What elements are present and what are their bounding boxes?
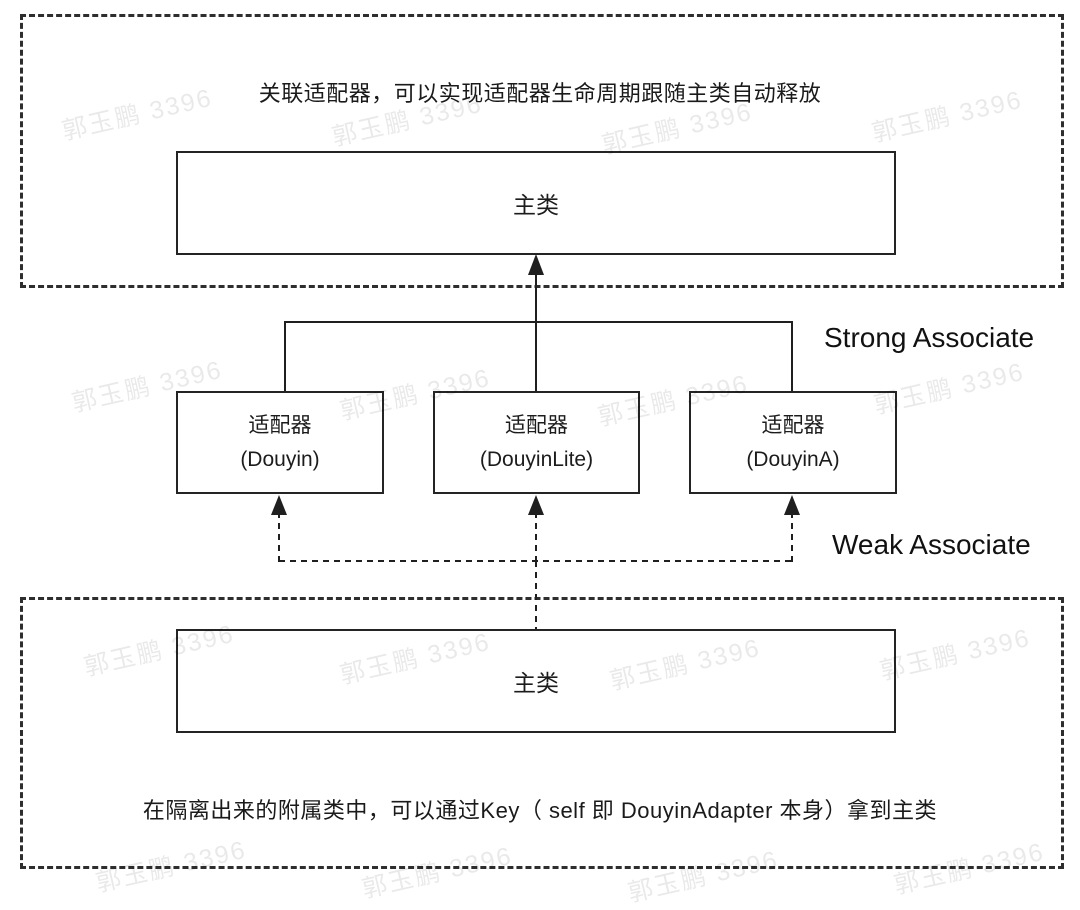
weak-arrowheads-icon [271,495,800,515]
bottom-caption: 在隔离出来的附属类中，可以通过Key（ self 即 DouyinAdapter… [142,798,938,823]
main-class-label: 主类 [513,192,559,218]
adapter-title: 适配器 [248,413,312,437]
weak-associate-label: Weak Associate [832,529,1031,560]
bottom-dashed-container [20,597,1064,869]
adapter-title: 适配器 [505,413,568,437]
adapter-box-douyinlite: 适配器 (DouyinLite) [433,391,640,494]
bottom-main-class-box: 主类 [176,629,896,733]
top-dashed-container [20,14,1064,288]
adapter-subtitle: (DouyinLite) [479,447,594,471]
adapter-box-douyin: 适配器 (Douyin) [176,391,384,494]
top-caption: 关联适配器，可以实现适配器生命周期跟随主类自动释放 [258,81,822,106]
adapter-subtitle: (Douyin) [240,447,320,471]
diagram-canvas: 关联适配器，可以实现适配器生命周期跟随主类自动释放 在隔离出来的附属类中，可以通… [20,14,1064,908]
adapter-title: 适配器 [761,413,825,437]
top-main-class-box: 主类 [176,151,896,255]
main-class-label: 主类 [513,670,559,696]
strong-associate-label: Strong Associate [824,322,1035,353]
adapter-box-douyina: 适配器 (DouyinA) [689,391,897,494]
adapter-subtitle: (DouyinA) [746,447,840,471]
